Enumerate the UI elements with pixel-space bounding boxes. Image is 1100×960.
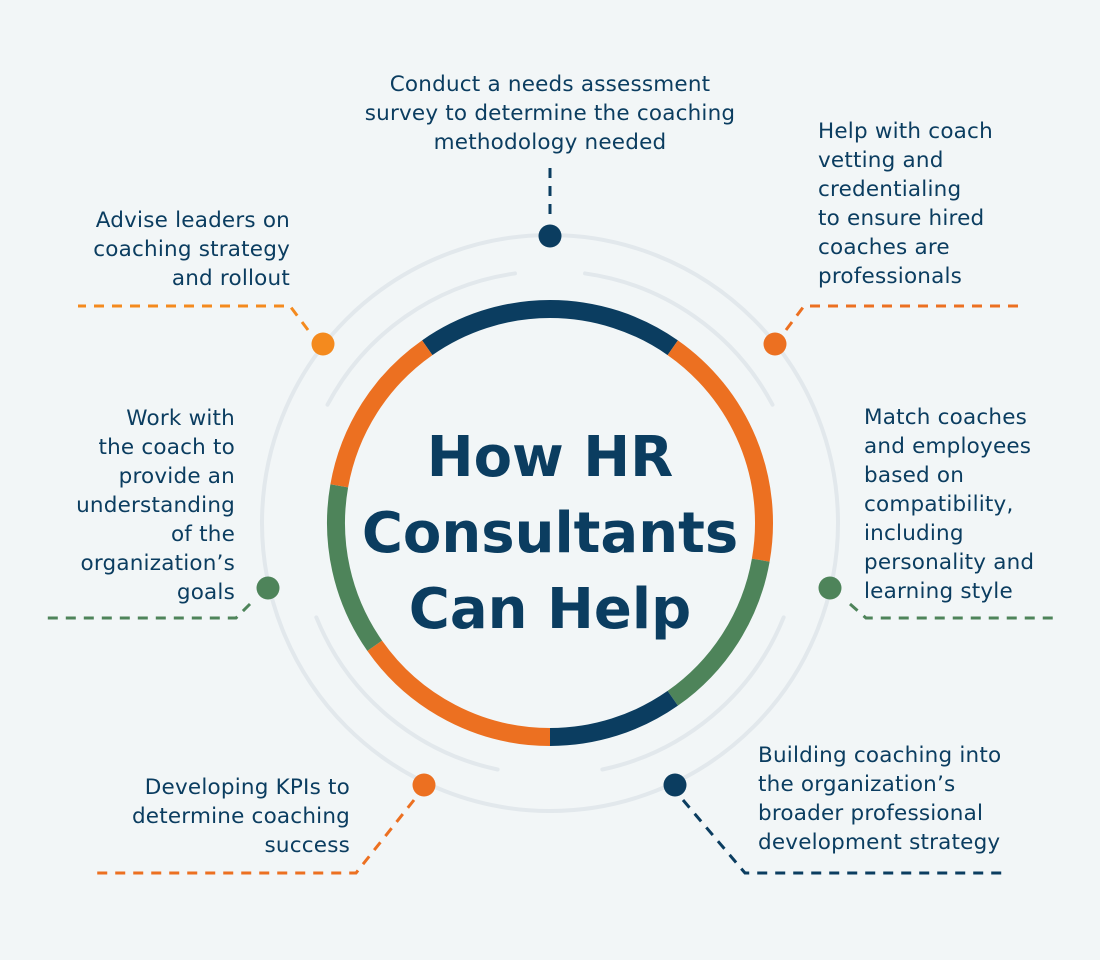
connector-dot xyxy=(311,332,335,356)
ring-segment xyxy=(330,340,433,488)
label-coach-vetting: Help with coach vetting and credentialin… xyxy=(818,119,993,289)
ring-segment xyxy=(549,690,678,746)
leader-line xyxy=(95,799,416,875)
label-advise-leaders: Advise leaders on coaching strategy and … xyxy=(93,208,290,291)
ring-segment xyxy=(367,640,551,746)
connector-dot xyxy=(763,332,787,356)
ring-segment xyxy=(422,299,678,356)
leader-line xyxy=(78,304,310,331)
label-needs-assessment: Conduct a needs assessment survey to det… xyxy=(364,72,736,155)
inner-guide-arc xyxy=(583,271,775,407)
inner-guide-arc xyxy=(325,271,517,407)
center-title: How HR Consultants Can Help xyxy=(361,425,739,642)
leader-line xyxy=(42,602,252,620)
connector-dot xyxy=(256,576,280,600)
ring-segment xyxy=(327,484,383,651)
label-develop-kpis: Developing KPIs to determine coaching su… xyxy=(131,775,350,858)
label-work-with-coach: Work with the coach to provide an unders… xyxy=(76,406,235,605)
label-match-coaches: Match coaches and employees based on com… xyxy=(864,405,1035,604)
connector-dot xyxy=(538,224,562,248)
label-professional-development: Building coaching into the organization’… xyxy=(758,743,1002,855)
leader-line xyxy=(849,602,1058,620)
inner-guide-arc xyxy=(600,615,786,772)
inner-guide-arc xyxy=(314,615,500,772)
leader-line xyxy=(784,304,1022,331)
ring-segment xyxy=(667,558,770,706)
ring-segment xyxy=(667,340,773,562)
main-ring xyxy=(327,299,773,746)
connectors xyxy=(42,166,1058,875)
connector-dot xyxy=(663,773,687,797)
connector-dot xyxy=(818,576,842,600)
leader-line xyxy=(681,799,1008,875)
connector-dot xyxy=(412,773,436,797)
